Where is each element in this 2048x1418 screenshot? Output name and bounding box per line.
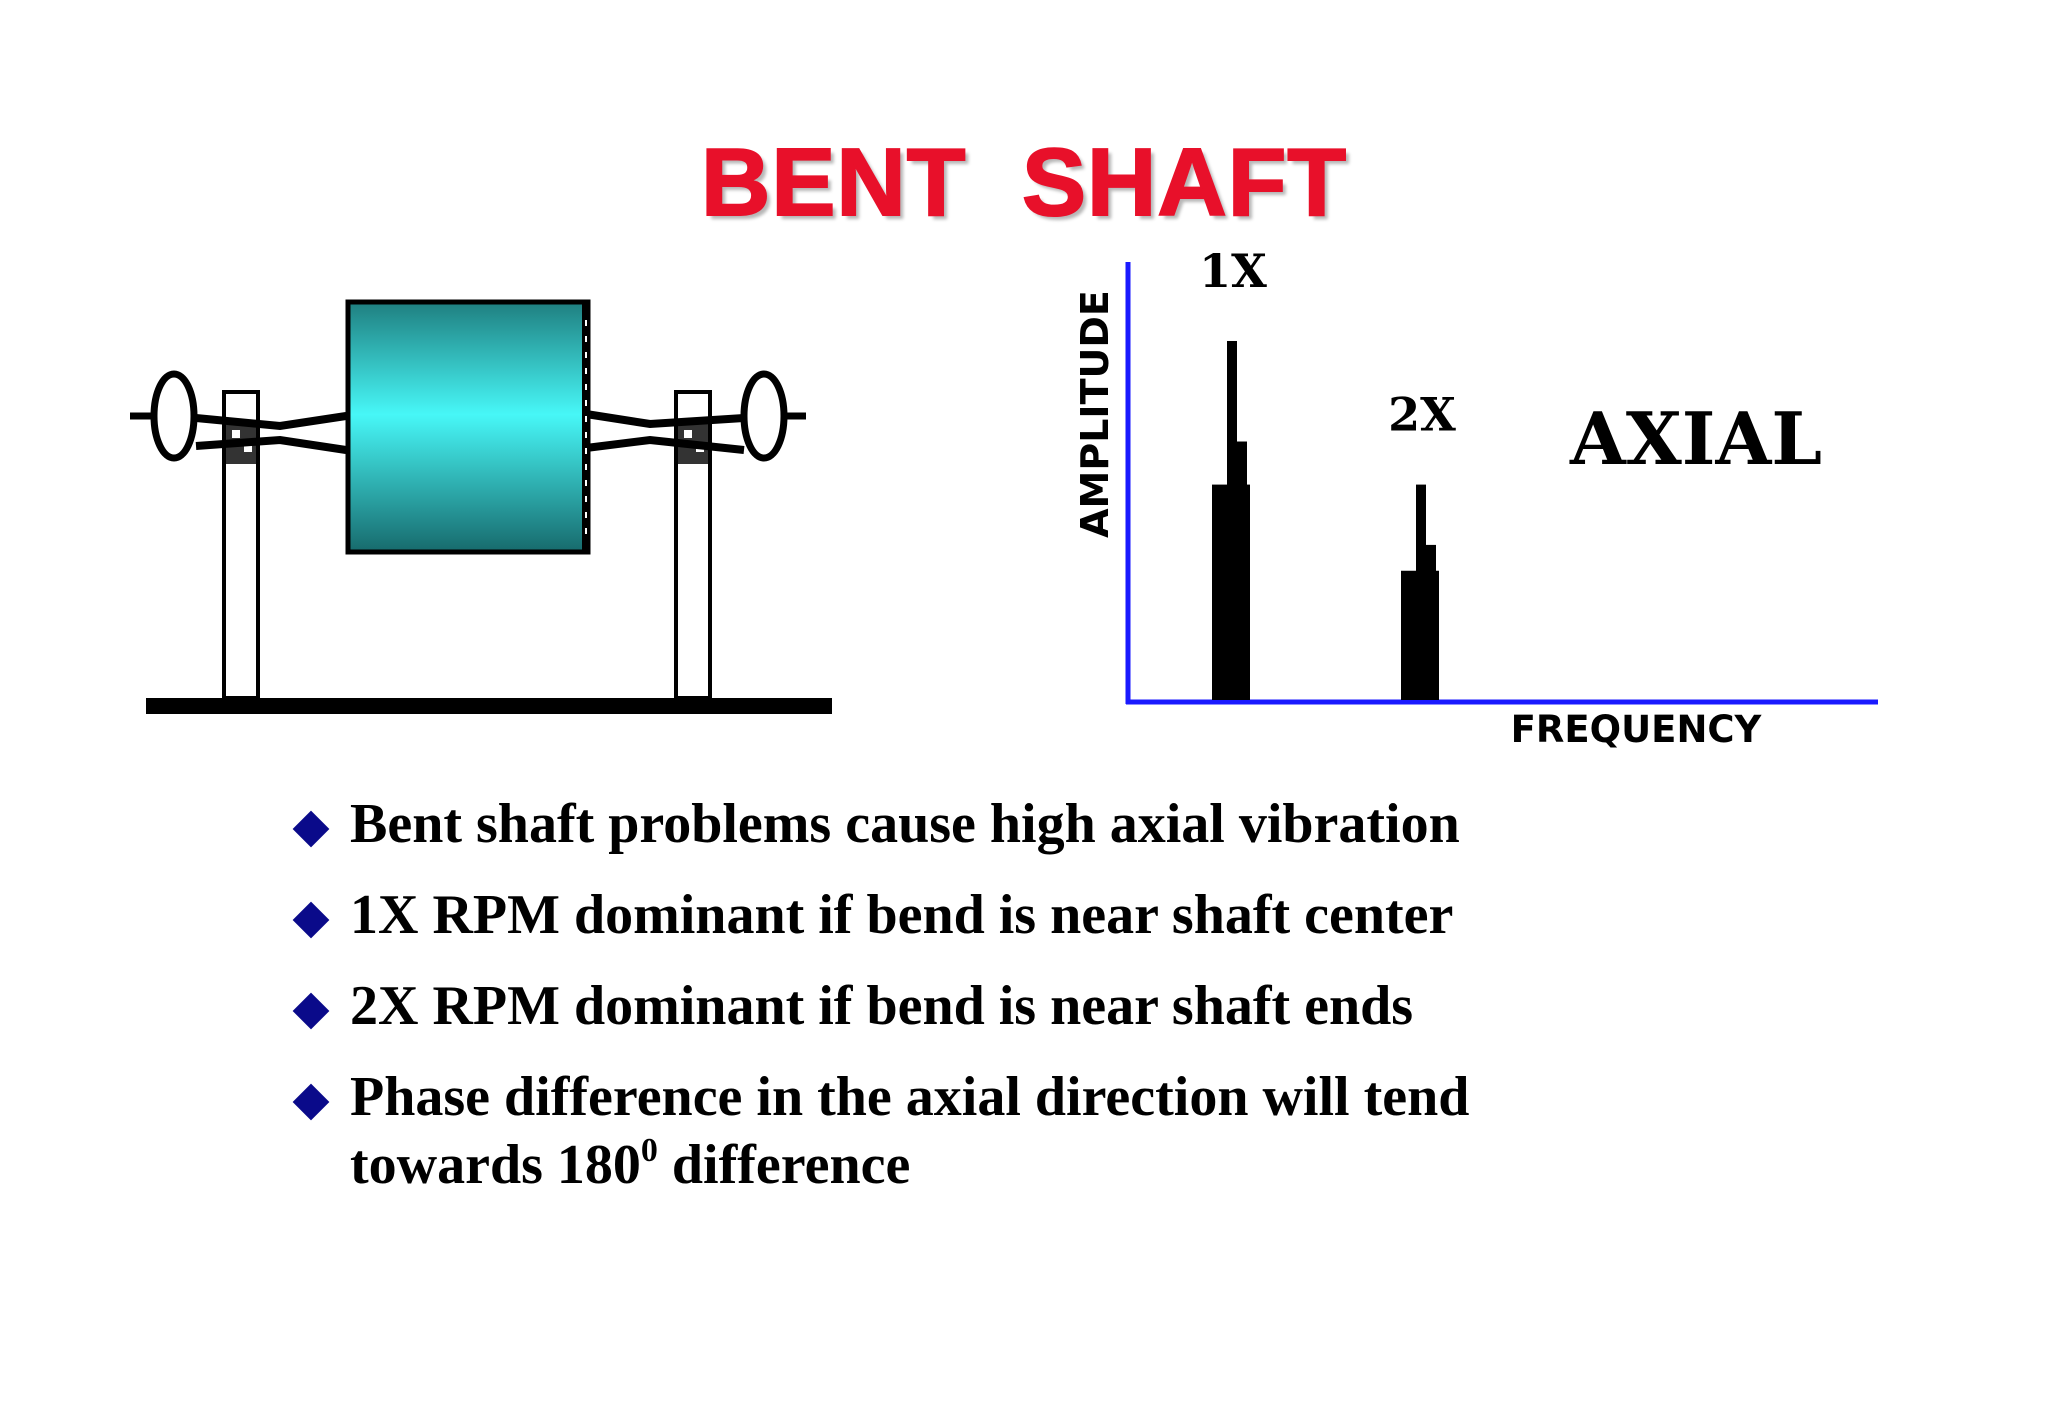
bullet-item: 1X RPM dominant if bend is near shaft ce… [292,881,1692,949]
bullet-item: Phase difference in the axial direction … [292,1063,1692,1199]
bullet-item: Bent shaft problems cause high axial vib… [292,790,1692,858]
right-shaft [585,410,806,454]
bullet-text: 1X RPM dominant if bend is near shaft ce… [350,884,1454,946]
diamond-bullet-icon [292,992,330,1030]
degree-superscript: 0 [640,1132,658,1169]
x-axis-label: FREQUENCY [1511,708,1763,751]
bullet-text: Phase difference in the axial direction … [350,1066,1470,1128]
y-axis-label: AMPLITUDE [1073,290,1117,538]
bullet-item: 2X RPM dominant if bend is near shaft en… [292,972,1692,1040]
bullet-text: 2X RPM dominant if bend is near shaft en… [350,975,1414,1037]
base-plate [146,698,832,714]
bullet-text-line2-end: difference [657,1134,911,1196]
rotor-body [345,299,591,555]
peak-label-2x: 2X [1388,388,1456,442]
left-coupling [150,370,198,462]
bullet-text-line2: towards 180 [350,1134,641,1196]
diamond-bullet-icon [292,901,330,939]
right-coupling [740,370,788,462]
spectrum-peak-1x [1212,340,1250,700]
slide-title: BENT SHAFT [700,128,1347,237]
bullet-text: Bent shaft problems cause high axial vib… [350,793,1460,855]
bullet-list: Bent shaft problems cause high axial vib… [292,790,1692,1222]
spectrum-peak-2x [1401,484,1439,700]
diamond-bullet-icon [292,810,330,848]
diamond-bullet-icon [292,1083,330,1121]
axial-direction-label: AXIAL [1569,396,1822,481]
peak-label-1x: 1X [1199,244,1267,298]
